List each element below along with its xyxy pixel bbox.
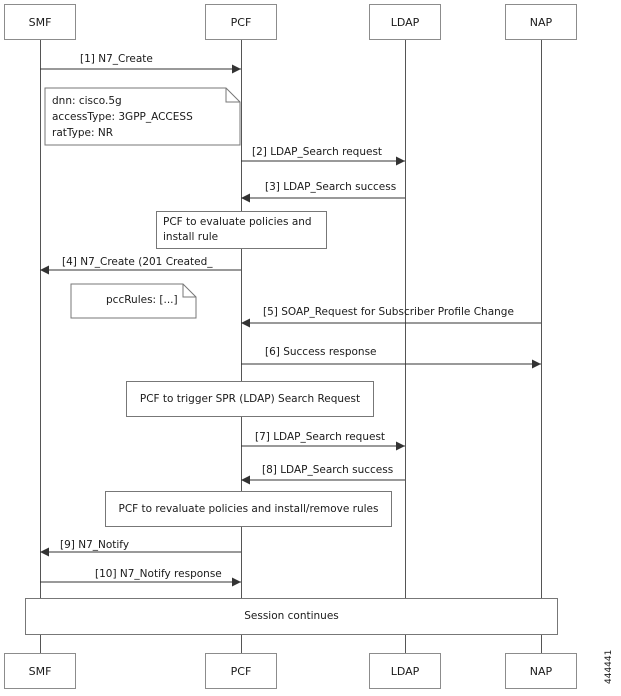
trigger-search-box: PCF to trigger SPR (LDAP) Search Request xyxy=(126,381,374,417)
smf-actor-bottom: SMF xyxy=(4,653,76,689)
ldap-lifeline xyxy=(405,40,406,653)
note-pcc-rules xyxy=(70,283,197,319)
nap-lifeline xyxy=(541,40,542,653)
message-1-label: [1] N7_Create xyxy=(80,53,153,65)
pcf-lifeline xyxy=(241,40,242,653)
message-6-label: [6] Success response xyxy=(265,346,377,358)
message-3-label: [3] LDAP_Search success xyxy=(265,181,397,193)
trigger-search-text: PCF to trigger SPR (LDAP) Search Request xyxy=(139,392,361,405)
figure-id: 444441 xyxy=(604,649,614,684)
revaluate-policies-box: PCF to revaluate policies and install/re… xyxy=(105,491,392,527)
ldap-actor-bottom: LDAP xyxy=(369,653,441,689)
message-9-label: [9] N7_Notify xyxy=(60,539,130,551)
message-5-label: [5] SOAP_Request for Subscriber Profile … xyxy=(263,306,514,318)
nap-actor-top: NAP xyxy=(505,4,577,40)
evaluate-policies-line-2: install rule xyxy=(163,231,219,243)
pcf-actor-bottom: PCF xyxy=(205,653,277,689)
message-8-label: [8] LDAP_Search success xyxy=(262,464,394,476)
evaluate-policies-line-1: PCF to evaluate policies and xyxy=(163,216,312,228)
revaluate-policies-text: PCF to revaluate policies and install/re… xyxy=(118,502,379,515)
smf-actor-top: SMF xyxy=(4,4,76,40)
pcf-actor-top: PCF xyxy=(205,4,277,40)
note-rat-type: ratType: NR xyxy=(52,127,114,139)
session-continues-box: Session continues xyxy=(25,598,558,635)
message-2-label: [2] LDAP_Search request xyxy=(252,146,383,158)
session-continues-text: Session continues xyxy=(244,610,339,622)
note-pcc-rules-text: pccRules: [...] xyxy=(106,294,178,306)
note-request-attributes xyxy=(44,87,241,146)
message-4-label: [4] N7_Create (201 Created_ xyxy=(62,256,213,268)
smf-lifeline xyxy=(40,40,41,653)
note-dnn: dnn: cisco.5g xyxy=(52,95,122,107)
note-access-type: accessType: 3GPP_ACCESS xyxy=(52,111,193,123)
ldap-actor-top: LDAP xyxy=(369,4,441,40)
nap-actor-bottom: NAP xyxy=(505,653,577,689)
message-7-label: [7] LDAP_Search request xyxy=(255,431,386,443)
evaluate-policies-box: PCF to evaluate policies and install rul… xyxy=(156,211,327,249)
message-10-label: [10] N7_Notify response xyxy=(95,568,222,580)
